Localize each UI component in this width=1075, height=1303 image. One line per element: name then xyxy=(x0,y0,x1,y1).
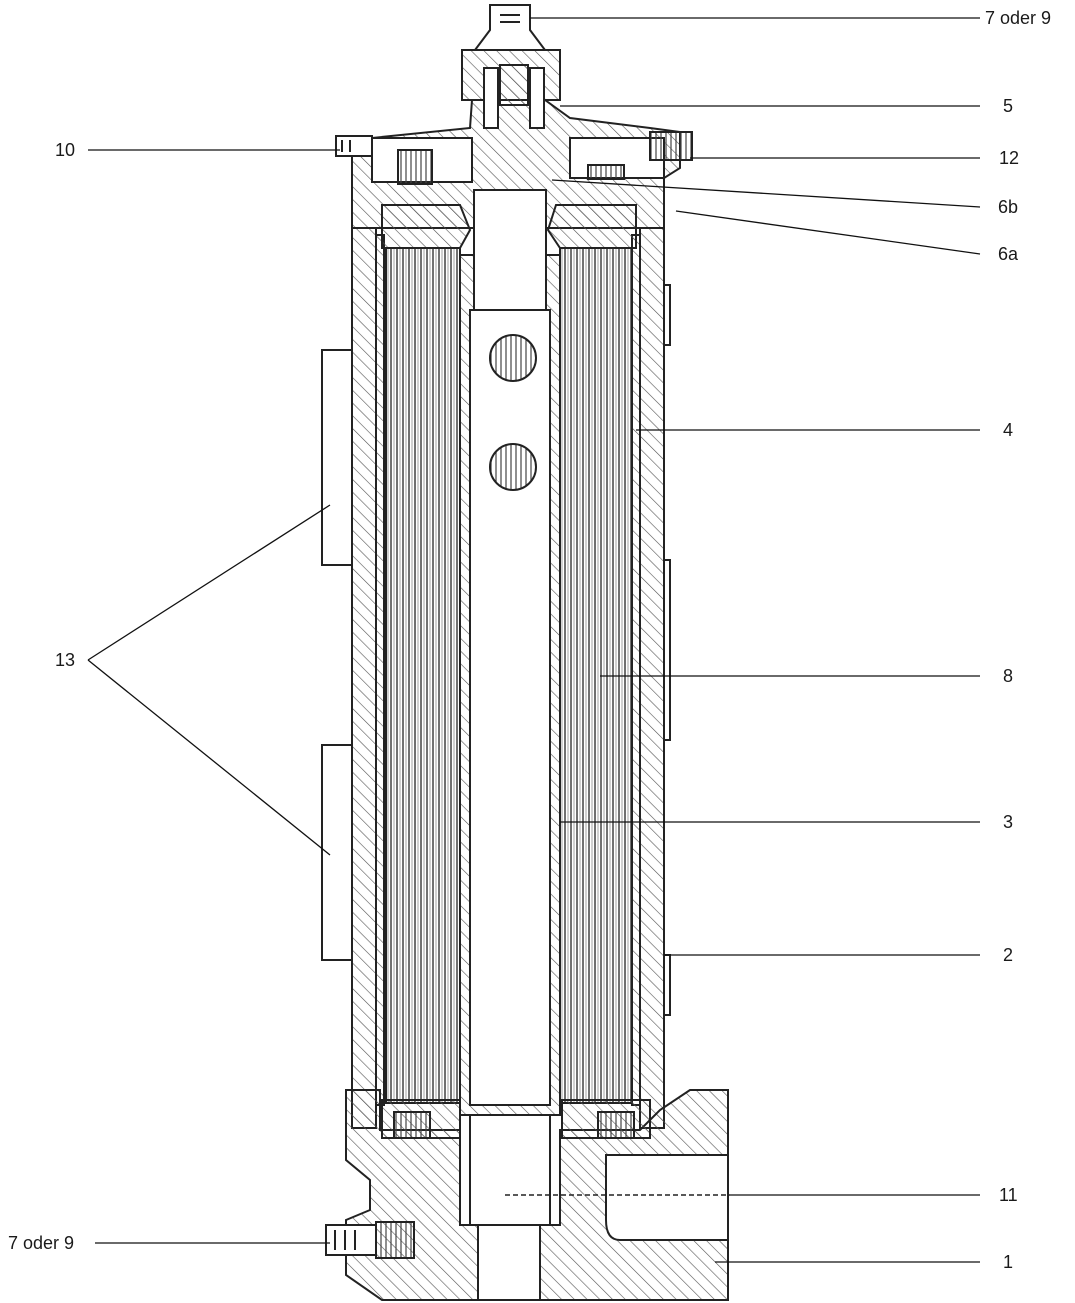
label-1: 1 xyxy=(1003,1252,1013,1272)
label-top-7-or-9: 7 oder 9 xyxy=(985,8,1051,28)
insulation-pads xyxy=(321,349,353,961)
base-housing xyxy=(345,1089,729,1301)
label-2: 2 xyxy=(1003,945,1013,965)
center-tube xyxy=(459,189,561,1116)
top-plug xyxy=(461,4,561,129)
label-5: 5 xyxy=(1003,96,1013,116)
label-13: 13 xyxy=(55,650,75,670)
vent-port-left xyxy=(335,135,373,157)
element-end-cap-top xyxy=(381,204,637,249)
filter-head xyxy=(351,99,681,229)
label-12: 12 xyxy=(999,148,1019,168)
filter-media xyxy=(385,247,633,1104)
label-6b: 6b xyxy=(998,197,1018,217)
label-11: 11 xyxy=(999,1185,1018,1205)
label-3: 3 xyxy=(1003,812,1013,832)
label-10: 10 xyxy=(55,140,75,160)
vent-port-right xyxy=(649,131,693,161)
label-8: 8 xyxy=(1003,666,1013,686)
drain-plug xyxy=(325,1221,415,1259)
label-bottom-7-or-9: 7 oder 9 xyxy=(8,1233,74,1253)
label-6a: 6a xyxy=(998,244,1019,264)
leader-lines xyxy=(87,17,981,1263)
label-4: 4 xyxy=(1003,420,1013,440)
